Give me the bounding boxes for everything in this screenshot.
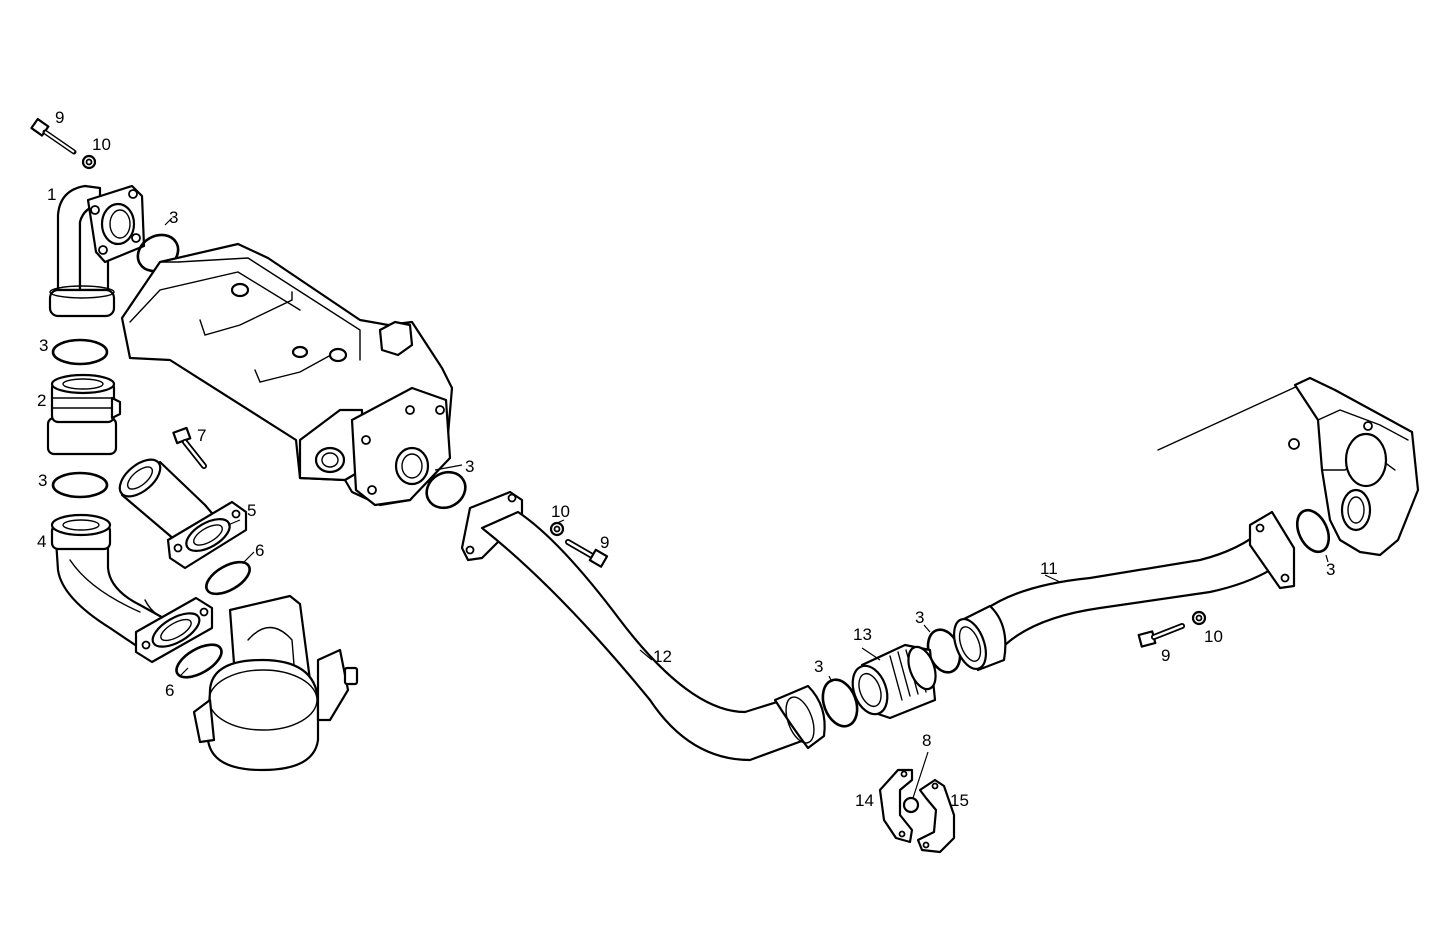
silencer-housing: [1157, 376, 1420, 557]
callout-14: 14: [855, 791, 874, 810]
callout-6-a: 6: [255, 541, 264, 560]
coupling-2: [46, 373, 122, 456]
angled-pipe-5: [118, 458, 248, 570]
callout-3-f: 3: [915, 608, 924, 627]
bolt-8: [902, 796, 920, 814]
gasket-3-b: [51, 338, 109, 366]
gasket-3-g: [1295, 508, 1331, 554]
elbow-pipe-1: [48, 184, 146, 318]
callout-13: 13: [853, 625, 872, 644]
clamp-15: [916, 778, 956, 854]
exhaust-pipe-11: [953, 510, 1296, 672]
pipe-bend-4: [50, 513, 214, 664]
callout-9-right: 9: [1161, 646, 1170, 665]
bolt-9-top-left: [30, 117, 77, 155]
callout-1: 1: [47, 185, 56, 204]
callout-11: 11: [1040, 559, 1058, 578]
callout-12: 12: [653, 647, 672, 666]
callout-10-right: 10: [1204, 627, 1223, 646]
callout-3-a: 3: [169, 208, 178, 227]
washer-10-middle: [549, 521, 565, 537]
turbocharger-housing: [192, 594, 359, 772]
gasket-3-d: [425, 470, 467, 510]
leader-lines: [164, 217, 1329, 799]
washer-10-right: [1191, 610, 1207, 626]
callout-5: 5: [247, 501, 256, 520]
callout-9-middle: 9: [600, 533, 609, 552]
bolt-7: [172, 426, 207, 469]
callout-10-top-left: 10: [92, 135, 111, 154]
gasket-6-b: [175, 643, 223, 679]
washer-10-top-left: [81, 154, 97, 170]
callout-3-d: 3: [465, 457, 474, 476]
callout-4: 4: [37, 532, 46, 551]
callout-7: 7: [197, 426, 206, 445]
callout-8: 8: [922, 731, 931, 750]
callout-9-top-left: 9: [55, 108, 64, 127]
gasket-3-c: [51, 471, 109, 499]
bolt-9-right: [1137, 623, 1185, 648]
bolt-9-middle: [565, 539, 609, 568]
callout-2: 2: [37, 391, 46, 410]
callout-15: 15: [950, 791, 969, 810]
exhaust-pipe-12: [460, 490, 826, 762]
slip-joint-13: [851, 643, 937, 720]
callout-6-b: 6: [165, 681, 174, 700]
callout-3-b: 3: [39, 336, 48, 355]
clamp-14: [878, 768, 914, 844]
callout-3-e: 3: [814, 657, 823, 676]
callout-3-g: 3: [1326, 560, 1335, 579]
callout-labels: 9 10 1 3 3 2 7 3 4 5 6 6 3 10 9 12 3 13 …: [37, 108, 1335, 810]
callout-3-c: 3: [38, 471, 47, 490]
gasket-6-a: [205, 560, 251, 596]
exhaust-manifold-block: [120, 242, 454, 507]
callout-10-middle: 10: [551, 502, 570, 521]
